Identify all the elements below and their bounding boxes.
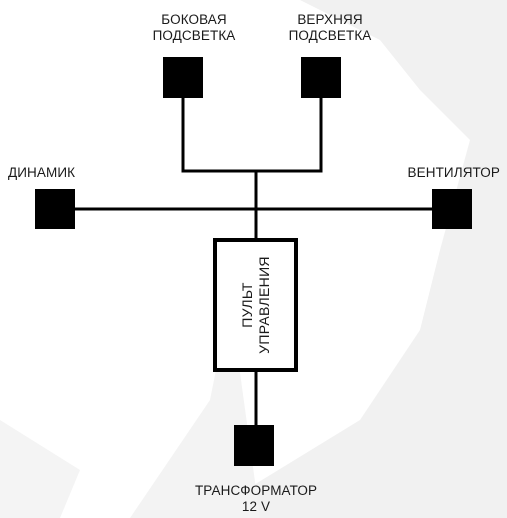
side-lighting-label: БОКОВАЯ ПОДСВЕТКА [134, 12, 254, 44]
control-panel-label-line2: УПРАВЛЕНИЯ [256, 256, 272, 354]
side-lighting-label-line2: ПОДСВЕТКА [152, 28, 236, 43]
top-lighting-node [301, 57, 341, 98]
side-lighting-node [163, 57, 203, 98]
nodes [35, 57, 472, 466]
transformer-label-line1: ТРАНСФОРМАТОР [194, 483, 318, 498]
top-lighting-label-line1: ВЕРХНЯЯ [297, 12, 363, 27]
side-lighting-label-line1: БОКОВАЯ [161, 12, 227, 27]
fan-node [432, 189, 472, 229]
watermark-shape-left [0, 420, 80, 518]
control-panel-box [213, 238, 298, 372]
speaker-label: ДИНАМИК [8, 165, 76, 180]
wires [55, 88, 452, 428]
top-lighting-label: ВЕРХНЯЯ ПОДСВЕТКА [270, 12, 390, 44]
transformer-label-line2: 12 V [241, 499, 271, 514]
fan-label: ВЕНТИЛЯТОР [407, 165, 500, 180]
control-panel-label: ПУЛЬТ УПРАВЛЕНИЯ [239, 240, 273, 370]
transformer-label: ТРАНСФОРМАТОР 12 V [156, 483, 356, 515]
control-panel-label-line1: ПУЛЬТ [239, 282, 255, 328]
transformer-node [234, 425, 274, 466]
watermark-shape-right [200, 0, 507, 518]
top-lighting-label-line2: ПОДСВЕТКА [288, 28, 372, 43]
speaker-node [35, 189, 75, 229]
